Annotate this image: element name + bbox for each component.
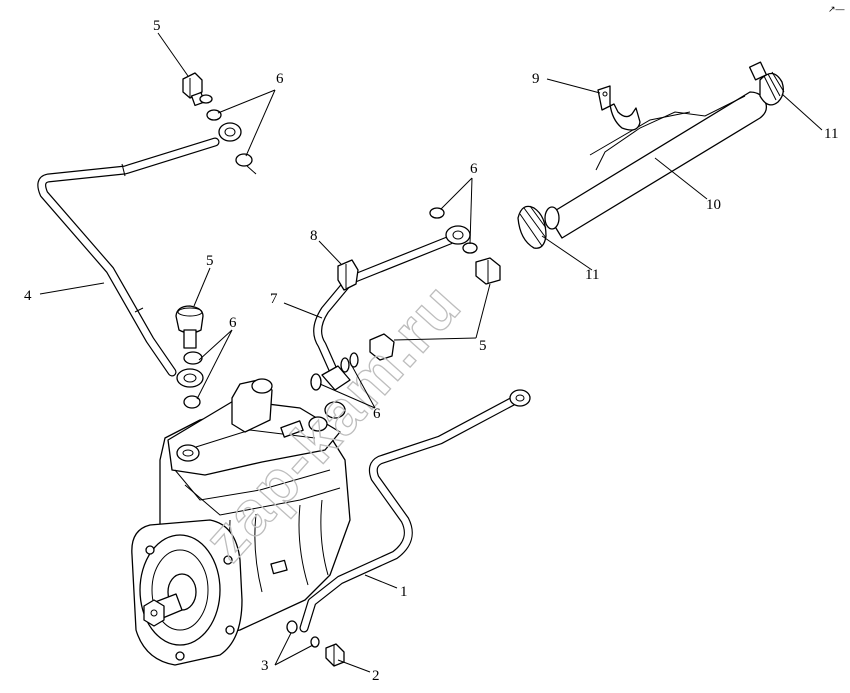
washer-left-2 bbox=[183, 395, 201, 409]
callout-6-mid: 6 bbox=[470, 161, 478, 177]
hose-10 bbox=[547, 91, 768, 239]
banjo-fitting-pipe1 bbox=[509, 389, 531, 407]
callouts: 5 6 4 5 6 8 7 6 5 6 9 10 11 11 1 2 3 bbox=[24, 18, 838, 684]
callout-5-top: 5 bbox=[153, 18, 161, 34]
washer-pipe7-2 bbox=[462, 242, 478, 254]
washer-top-3 bbox=[235, 153, 253, 167]
fitting-sleeve bbox=[321, 365, 351, 391]
leader-lines bbox=[39, 32, 823, 673]
bolt-bottom bbox=[325, 643, 345, 667]
banjo-fitting-left bbox=[176, 368, 204, 388]
compressor bbox=[131, 378, 351, 666]
banjo-bolt-left bbox=[175, 305, 204, 349]
callout-6-left: 6 bbox=[229, 315, 237, 331]
pipe-1 bbox=[299, 395, 520, 633]
callout-3: 3 bbox=[261, 658, 269, 674]
callout-7: 7 bbox=[270, 291, 278, 307]
banjo-fitting-pipe7 bbox=[445, 225, 471, 245]
callout-5-mid: 5 bbox=[479, 338, 487, 354]
callout-8: 8 bbox=[310, 228, 318, 244]
pipe-4 bbox=[37, 137, 220, 377]
callout-6-lower: 6 bbox=[373, 406, 381, 422]
callout-9: 9 bbox=[532, 71, 540, 87]
callout-4: 4 bbox=[24, 288, 32, 304]
clip-8 bbox=[337, 259, 359, 291]
bracket-9 bbox=[597, 85, 641, 131]
washer-pipe7-1 bbox=[429, 207, 445, 219]
banjo-fitting-top bbox=[218, 122, 242, 142]
callout-1: 1 bbox=[400, 584, 408, 600]
washer-top-1 bbox=[199, 94, 213, 104]
corner-mark: ↗— bbox=[828, 4, 845, 14]
connector-5 bbox=[369, 333, 395, 361]
fitting-nut-5 bbox=[475, 257, 501, 285]
callout-6-top: 6 bbox=[276, 71, 284, 87]
pipe-7 bbox=[313, 235, 455, 377]
washer-bottom-1 bbox=[286, 620, 298, 634]
washer-top-2 bbox=[206, 109, 222, 121]
washer-left-1 bbox=[183, 351, 203, 365]
callout-11-left: 11 bbox=[585, 267, 599, 283]
clamp-11-left bbox=[517, 205, 560, 249]
callout-11-right: 11 bbox=[824, 126, 838, 142]
callout-2: 2 bbox=[372, 668, 380, 684]
callout-5-left: 5 bbox=[206, 253, 214, 269]
callout-10: 10 bbox=[706, 197, 721, 213]
washer-bottom-2 bbox=[310, 636, 320, 648]
seal-rings-6 bbox=[310, 352, 359, 391]
